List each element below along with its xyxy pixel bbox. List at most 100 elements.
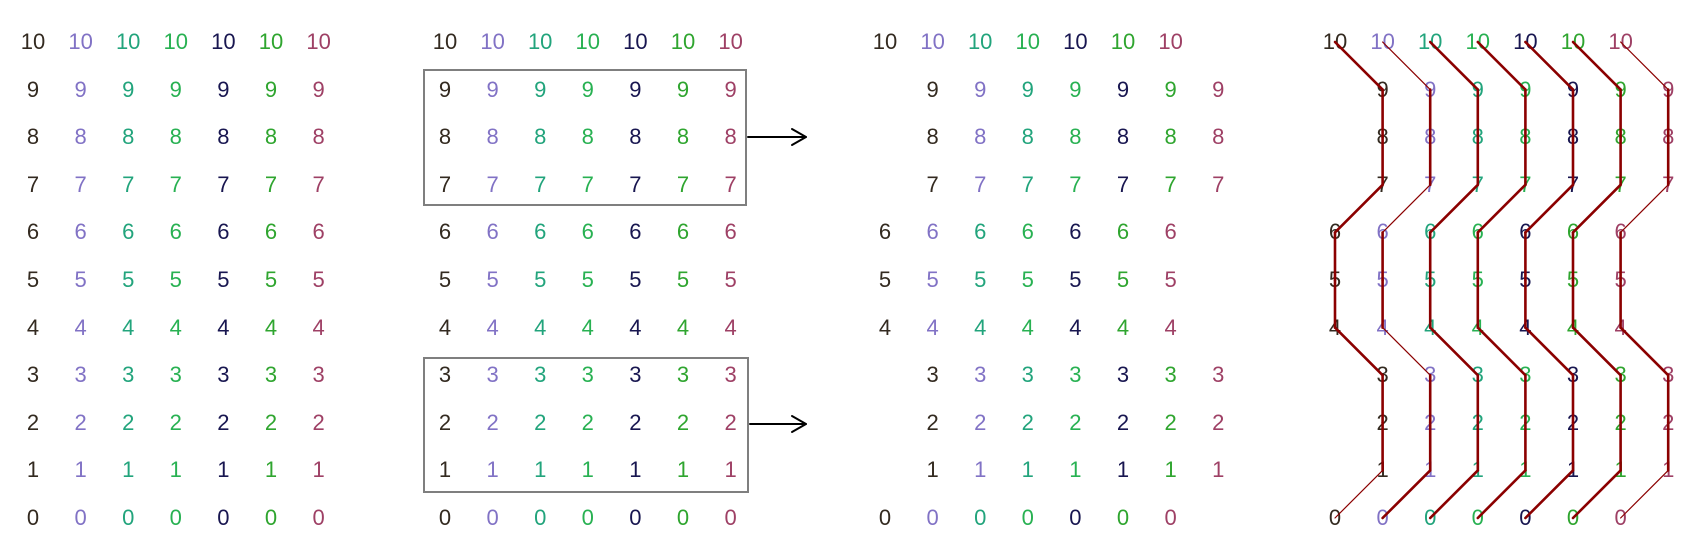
grid-number: 2 [312, 409, 325, 435]
grid-number: 1 [629, 457, 642, 483]
grid-number: 5 [169, 267, 182, 292]
grid-number: 5 [1566, 267, 1580, 292]
grid-number: 3 [26, 362, 40, 388]
grid-number: 10 [1322, 29, 1348, 54]
grid-number: 5 [217, 267, 230, 292]
grid-number: 4 [534, 314, 547, 340]
grid-number: 0 [1471, 505, 1484, 530]
grid-number: 9 [122, 76, 135, 102]
grid-number: 9 [217, 76, 230, 102]
grid-number: 2 [1662, 409, 1675, 435]
grid-number: 3 [676, 362, 690, 388]
grid-number: 3 [581, 362, 594, 388]
grid-number: 0 [724, 505, 737, 530]
grid-number: 4 [438, 314, 452, 340]
grid-number: 5 [1116, 267, 1130, 292]
grid-number: 9 [264, 76, 278, 102]
grid-number: 7 [217, 171, 230, 197]
grid-number: 8 [438, 124, 452, 150]
grid-number: 0 [629, 505, 642, 530]
grid-number: 6 [1376, 219, 1389, 245]
grid-number: 3 [1662, 362, 1675, 388]
grid-number: 6 [26, 219, 40, 245]
grid-number: 6 [1614, 219, 1627, 245]
grid-number: 3 [169, 362, 182, 388]
grid-number: 10 [1417, 29, 1443, 54]
grid-number: 7 [581, 171, 594, 197]
grid-number: 5 [486, 267, 499, 292]
grid-number: 2 [217, 409, 230, 435]
grid-number: 1 [217, 457, 230, 483]
grid-number: 10 [670, 29, 696, 54]
grid-number: 10 [1015, 29, 1041, 54]
grid-number: 10 [432, 29, 458, 54]
grid-number: 4 [169, 314, 182, 340]
grid-number: 1 [169, 457, 182, 483]
grid-number: 7 [264, 171, 278, 197]
grid-number: 5 [534, 267, 547, 292]
grid-number: 0 [1164, 505, 1177, 530]
grid-number: 5 [629, 267, 642, 292]
grid-number: 10 [115, 29, 141, 54]
grid-number: 3 [1424, 362, 1437, 388]
grid-number: 6 [1021, 219, 1034, 245]
grid-number: 2 [1212, 409, 1225, 435]
grid-number: 3 [1376, 362, 1389, 388]
grid-number: 3 [486, 362, 499, 388]
grid-number: 6 [1424, 219, 1437, 245]
grid-number: 6 [122, 219, 135, 245]
grid-number: 0 [74, 505, 87, 530]
grid-number: 7 [169, 171, 182, 197]
grid-number: 2 [581, 409, 594, 435]
grid-number: 5 [1424, 267, 1437, 292]
grid-number: 5 [1376, 267, 1389, 292]
grid-number: 1 [1566, 457, 1580, 483]
grid-number: 9 [581, 76, 594, 102]
grid-number: 8 [312, 124, 325, 150]
grid-number: 1 [1614, 457, 1627, 483]
grid-number: 3 [438, 362, 452, 388]
grid-number: 0 [1424, 505, 1437, 530]
grid-number: 1 [26, 457, 40, 483]
grid-number: 0 [534, 505, 547, 530]
grid-number: 9 [1424, 76, 1437, 102]
grid-number: 1 [74, 457, 87, 483]
grid-number: 7 [26, 171, 40, 197]
grid-number: 5 [724, 267, 737, 292]
grid-number: 3 [1212, 362, 1225, 388]
grid-number: 9 [1662, 76, 1675, 102]
grid-number: 9 [1212, 76, 1225, 102]
grid-number: 1 [486, 457, 499, 483]
grid-number: 4 [1424, 314, 1437, 340]
grid-number: 3 [312, 362, 325, 388]
grid-number: 2 [438, 409, 452, 435]
grid-number: 4 [1328, 314, 1342, 340]
grid-number: 8 [1614, 124, 1627, 150]
grid-number: 1 [581, 457, 594, 483]
grid-number: 8 [629, 124, 642, 150]
grid-number: 5 [122, 267, 135, 292]
grid-number: 5 [1069, 267, 1082, 292]
grid-number: 2 [629, 409, 642, 435]
grid-number: 3 [264, 362, 278, 388]
grid-number: 8 [486, 124, 499, 150]
grid-number: 8 [1212, 124, 1225, 150]
grid-number: 10 [920, 29, 945, 54]
grid-number: 6 [974, 219, 987, 245]
grid-number: 9 [26, 76, 40, 102]
grid-number: 9 [1069, 76, 1082, 102]
grid-number: 7 [1164, 171, 1177, 197]
grid-number: 6 [264, 219, 278, 245]
grid-number: 7 [1069, 171, 1082, 197]
grid-number: 8 [74, 124, 87, 150]
grid-number: 0 [26, 505, 40, 530]
grid-number: 8 [1566, 124, 1580, 150]
grid-number: 9 [1116, 76, 1130, 102]
grid-number: 8 [1164, 124, 1177, 150]
grid-number: 6 [724, 219, 737, 245]
grid-number: 10 [306, 29, 331, 54]
grid-number: 7 [1471, 171, 1484, 197]
grid-number: 2 [676, 409, 690, 435]
